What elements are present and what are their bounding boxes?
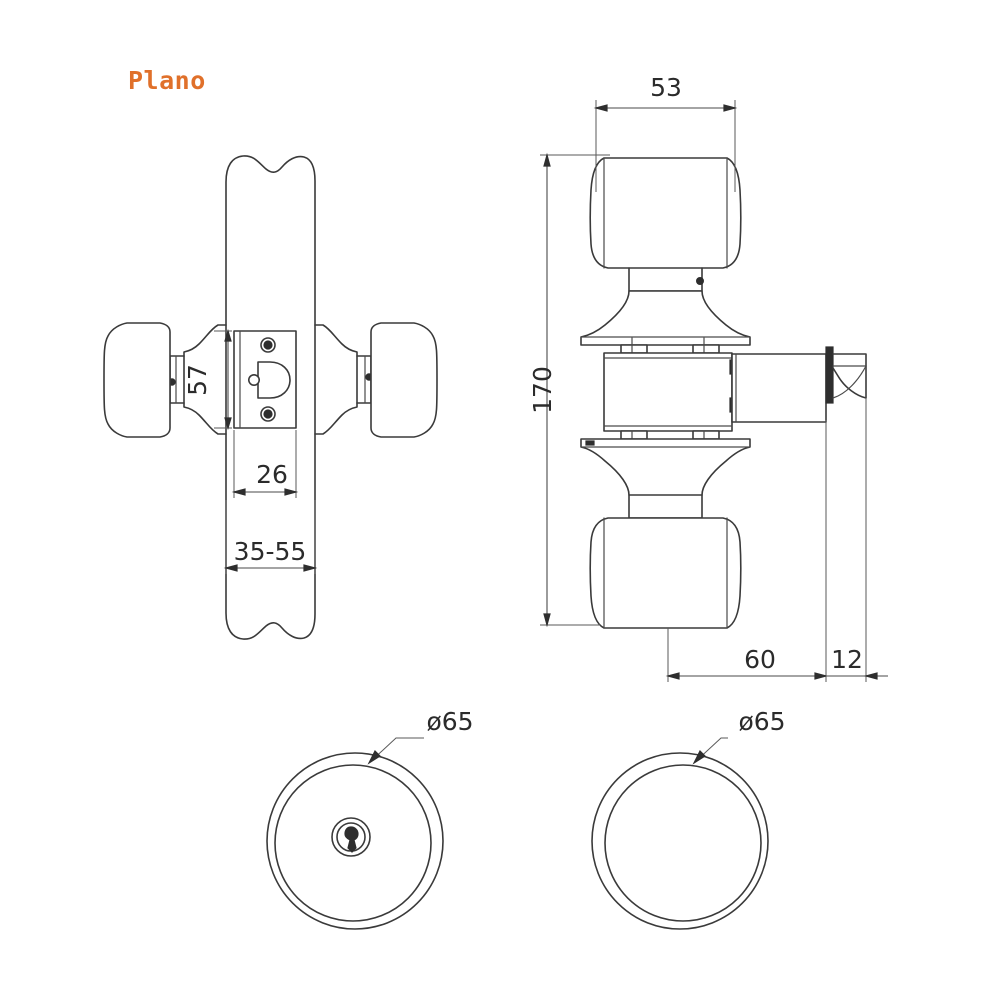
knob-top: [589, 157, 742, 269]
dim-label-60: 60: [744, 645, 776, 674]
knob-bottom: [589, 517, 742, 629]
dim-35-55: [223, 500, 318, 574]
page-title: Plano: [128, 66, 206, 95]
dim-170: [540, 152, 610, 628]
latch-bolt-side: [832, 353, 867, 399]
mount-tab-top-left: [620, 344, 648, 354]
knob-top-detent: [695, 277, 704, 286]
mount-tab-bottom-left: [620, 430, 648, 440]
latch-faceplate-side: [825, 346, 834, 404]
side-elevation-view: [540, 100, 888, 682]
faceplate-screw-bottom-core: [263, 409, 273, 419]
rose-bottom-notch: [585, 440, 595, 446]
dim-label-53: 53: [650, 73, 682, 102]
dim-60-12: [665, 398, 888, 682]
dim-label-170: 170: [528, 366, 557, 414]
dim-label-dia-left: ø65: [426, 707, 473, 736]
front-section-view: [103, 155, 438, 640]
lock-body: [603, 352, 733, 432]
mount-tab-top-right: [692, 344, 720, 354]
leader-arrow-left: [367, 749, 381, 765]
dim-label-dia-right: ø65: [738, 707, 785, 736]
dim-label-57: 57: [183, 364, 212, 396]
keyhole-icon: [344, 826, 359, 853]
knob-bottom-neck: [628, 494, 703, 519]
dim-label-12: 12: [831, 645, 863, 674]
rose-top: [580, 290, 751, 346]
latch-bolt-bevel: [832, 365, 867, 399]
dim-53: [593, 100, 738, 192]
knob-right: [370, 322, 438, 438]
rose-collar-left: [183, 324, 227, 435]
faceplate-screw-top-core: [263, 340, 273, 350]
dim-label-26: 26: [256, 460, 288, 489]
dim-label-35-55: 35-55: [234, 537, 307, 566]
leader-arrow-right: [692, 749, 706, 765]
dim-26: [231, 430, 299, 498]
plan-view-key-side: [266, 737, 444, 930]
door-left-edge: [225, 155, 316, 640]
knob-top-neck: [628, 267, 703, 292]
plan-view-plain-side: [591, 737, 769, 930]
rose-inner-circle-right: [604, 764, 762, 922]
latch-bolt: [257, 361, 291, 399]
dim-57: [214, 328, 232, 431]
mount-tab-bottom-right: [692, 430, 720, 440]
latch-tube: [731, 353, 827, 423]
latch-guide-pin: [248, 373, 261, 386]
knob-left: [103, 322, 171, 438]
rose-collar-right: [314, 324, 358, 435]
